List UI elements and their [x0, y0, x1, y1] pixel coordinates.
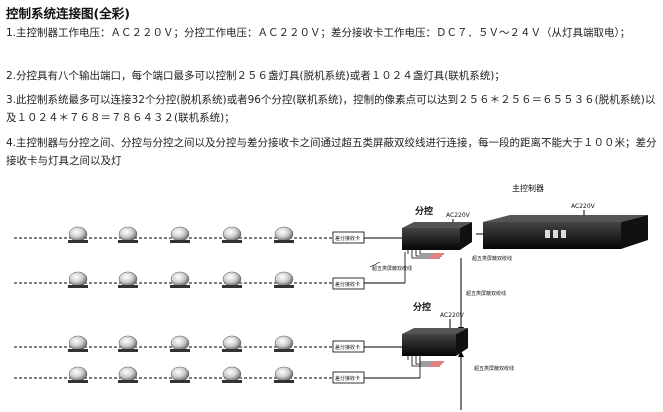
led-light-icon	[274, 366, 294, 382]
paragraph-1: 1.主控制器工作电压：ＡＣ２２０Ｖ；分控工作电压：ＡＣ２２０Ｖ；差分接收卡工作电…	[6, 27, 631, 39]
sub2-outputs	[407, 356, 434, 367]
receiver-3-label: 差分接收卡	[335, 344, 360, 351]
sub-controller-2: 分控 AC220V	[402, 301, 468, 356]
led-light-icon	[68, 366, 88, 382]
led-base	[274, 240, 294, 243]
sub-controller-1-label: 分控	[415, 205, 433, 217]
cable-label-3: 超五类屏蔽双绞线	[372, 265, 412, 272]
led-light-icon	[118, 335, 138, 351]
led-light-icon	[170, 226, 190, 242]
sub-controller-2-voltage: AC220V	[440, 312, 465, 319]
led-base	[118, 349, 138, 352]
main-controller-label: 主控制器	[512, 183, 544, 193]
led-base	[118, 380, 138, 383]
receiver-3: 差分接收卡	[332, 340, 365, 353]
paragraph-2: 2.分控具有八个输出端口，每个端口最多可以控制２５６盏灯具(脱机系统)或者１０２…	[6, 70, 505, 82]
sub-controller-2-label: 分控	[413, 301, 431, 313]
led-base	[68, 285, 88, 288]
led-light-icon	[68, 271, 88, 287]
led-base	[170, 380, 190, 383]
page-title: 控制系统连接图(全彩)	[6, 6, 130, 21]
receiver-2-label: 差分接收卡	[335, 281, 360, 288]
sub-controller-1-voltage: AC220V	[446, 212, 471, 219]
main-controller-voltage: AC220V	[571, 203, 596, 210]
sub-controller-1: 分控 AC220V	[402, 205, 472, 250]
receiver-4-label: 差分接收卡	[335, 375, 360, 382]
led-light-icon	[118, 271, 138, 287]
sub1-outputs	[407, 250, 434, 259]
paragraph-4: 4.主控制器与分控之间、分控与分控之间以及分控与差分接收卡之间通过超五类屏蔽双绞…	[6, 137, 657, 167]
led-base	[68, 240, 88, 243]
led-light-icon	[170, 366, 190, 382]
led-base	[170, 240, 190, 243]
led-base	[222, 285, 242, 288]
led-base	[68, 380, 88, 383]
led-light-icon	[222, 366, 242, 382]
receiver-1-label: 差分接收卡	[335, 235, 360, 242]
led-light-icon	[222, 271, 242, 287]
led-base	[222, 240, 242, 243]
led-base	[118, 240, 138, 243]
led-base	[222, 380, 242, 383]
led-base	[68, 349, 88, 352]
led-base	[170, 285, 190, 288]
led-light-icon	[274, 335, 294, 351]
cable-label-2: 超五类屏蔽双绞线	[466, 290, 506, 297]
led-base	[118, 285, 138, 288]
led-base	[170, 349, 190, 352]
sub2-output-stubs	[430, 361, 444, 367]
main-controller: 主控制器 AC220V	[483, 183, 648, 249]
led-light-icon	[222, 226, 242, 242]
led-light-icon	[68, 335, 88, 351]
led-light-icon	[68, 226, 88, 242]
led-light-icon	[222, 335, 242, 351]
cable-label-1: 超五类屏蔽双绞线	[472, 255, 512, 262]
led-light-icon	[274, 226, 294, 242]
cable-label-4: 超五类屏蔽双绞线	[474, 365, 514, 372]
led-light-icon	[170, 271, 190, 287]
led-light-icon	[118, 366, 138, 382]
led-base	[222, 349, 242, 352]
led-base	[274, 285, 294, 288]
receiver-2: 差分接收卡	[332, 277, 365, 290]
connection-diagram: 主控制器 AC220V 超五类屏蔽双绞线 超五类屏蔽双绞线 超五类屏蔽双绞线 分…	[14, 183, 648, 410]
led-base	[274, 380, 294, 383]
receiver-4: 差分接收卡	[332, 371, 365, 384]
receiver-1: 差分接收卡	[332, 231, 365, 244]
paragraph-3: 3.此控制系统最多可以连接32个分控(脱机系统)或者96个分控(联机系统)，控制…	[6, 94, 656, 124]
sub1-output-stubs	[430, 253, 444, 259]
led-base	[274, 349, 294, 352]
led-light-icon	[118, 226, 138, 242]
led-light-icon	[170, 335, 190, 351]
led-light-icon	[274, 271, 294, 287]
light-chains	[14, 226, 333, 383]
